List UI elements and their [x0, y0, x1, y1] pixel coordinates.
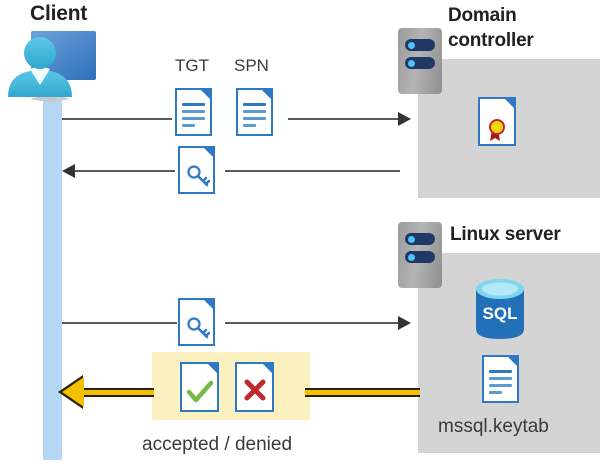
accepted-denied-label: accepted / denied [142, 434, 293, 455]
arrowhead-to-linux [398, 316, 411, 330]
spn-label: SPN [234, 56, 269, 75]
keytab-document-icon [482, 355, 519, 403]
accepted-denied-highlight [152, 352, 310, 420]
accepted-document-icon [180, 362, 219, 412]
request-key-document-icon [178, 298, 215, 346]
flow-line-client-to-linux-right [225, 322, 400, 324]
linux-server-icon [398, 222, 442, 288]
client-title: Client [30, 2, 88, 25]
gold-flow-line-right [305, 388, 420, 397]
gold-flow-line-left [72, 388, 154, 397]
svg-text:SQL: SQL [483, 304, 518, 323]
denied-document-icon [235, 362, 274, 412]
arrowhead-to-client-ticket [62, 164, 75, 178]
tgt-label: TGT [175, 56, 209, 75]
arrowhead-to-dc [398, 112, 411, 126]
flow-line-dc-to-client-left [75, 170, 175, 172]
sql-database-icon: SQL [470, 277, 530, 341]
tgt-document-icon [175, 88, 212, 136]
keytab-file-label: mssql.keytab [438, 416, 549, 437]
flow-line-client-to-linux-left [62, 322, 177, 324]
ticket-key-document-icon [178, 146, 215, 194]
client-lifeline [43, 92, 62, 460]
certificate-document-icon [478, 97, 516, 146]
client-workstation-icon [4, 25, 100, 107]
flow-line-client-to-dc-left [62, 118, 172, 120]
gold-arrowhead [62, 377, 84, 407]
linux-server-title: Linux server [450, 224, 561, 245]
domain-controller-server-icon [398, 28, 442, 94]
flow-line-client-to-dc-right [288, 118, 398, 120]
flow-line-dc-to-client-right [225, 170, 400, 172]
spn-document-icon [236, 88, 273, 136]
domain-controller-title: Domain controller [448, 5, 534, 51]
